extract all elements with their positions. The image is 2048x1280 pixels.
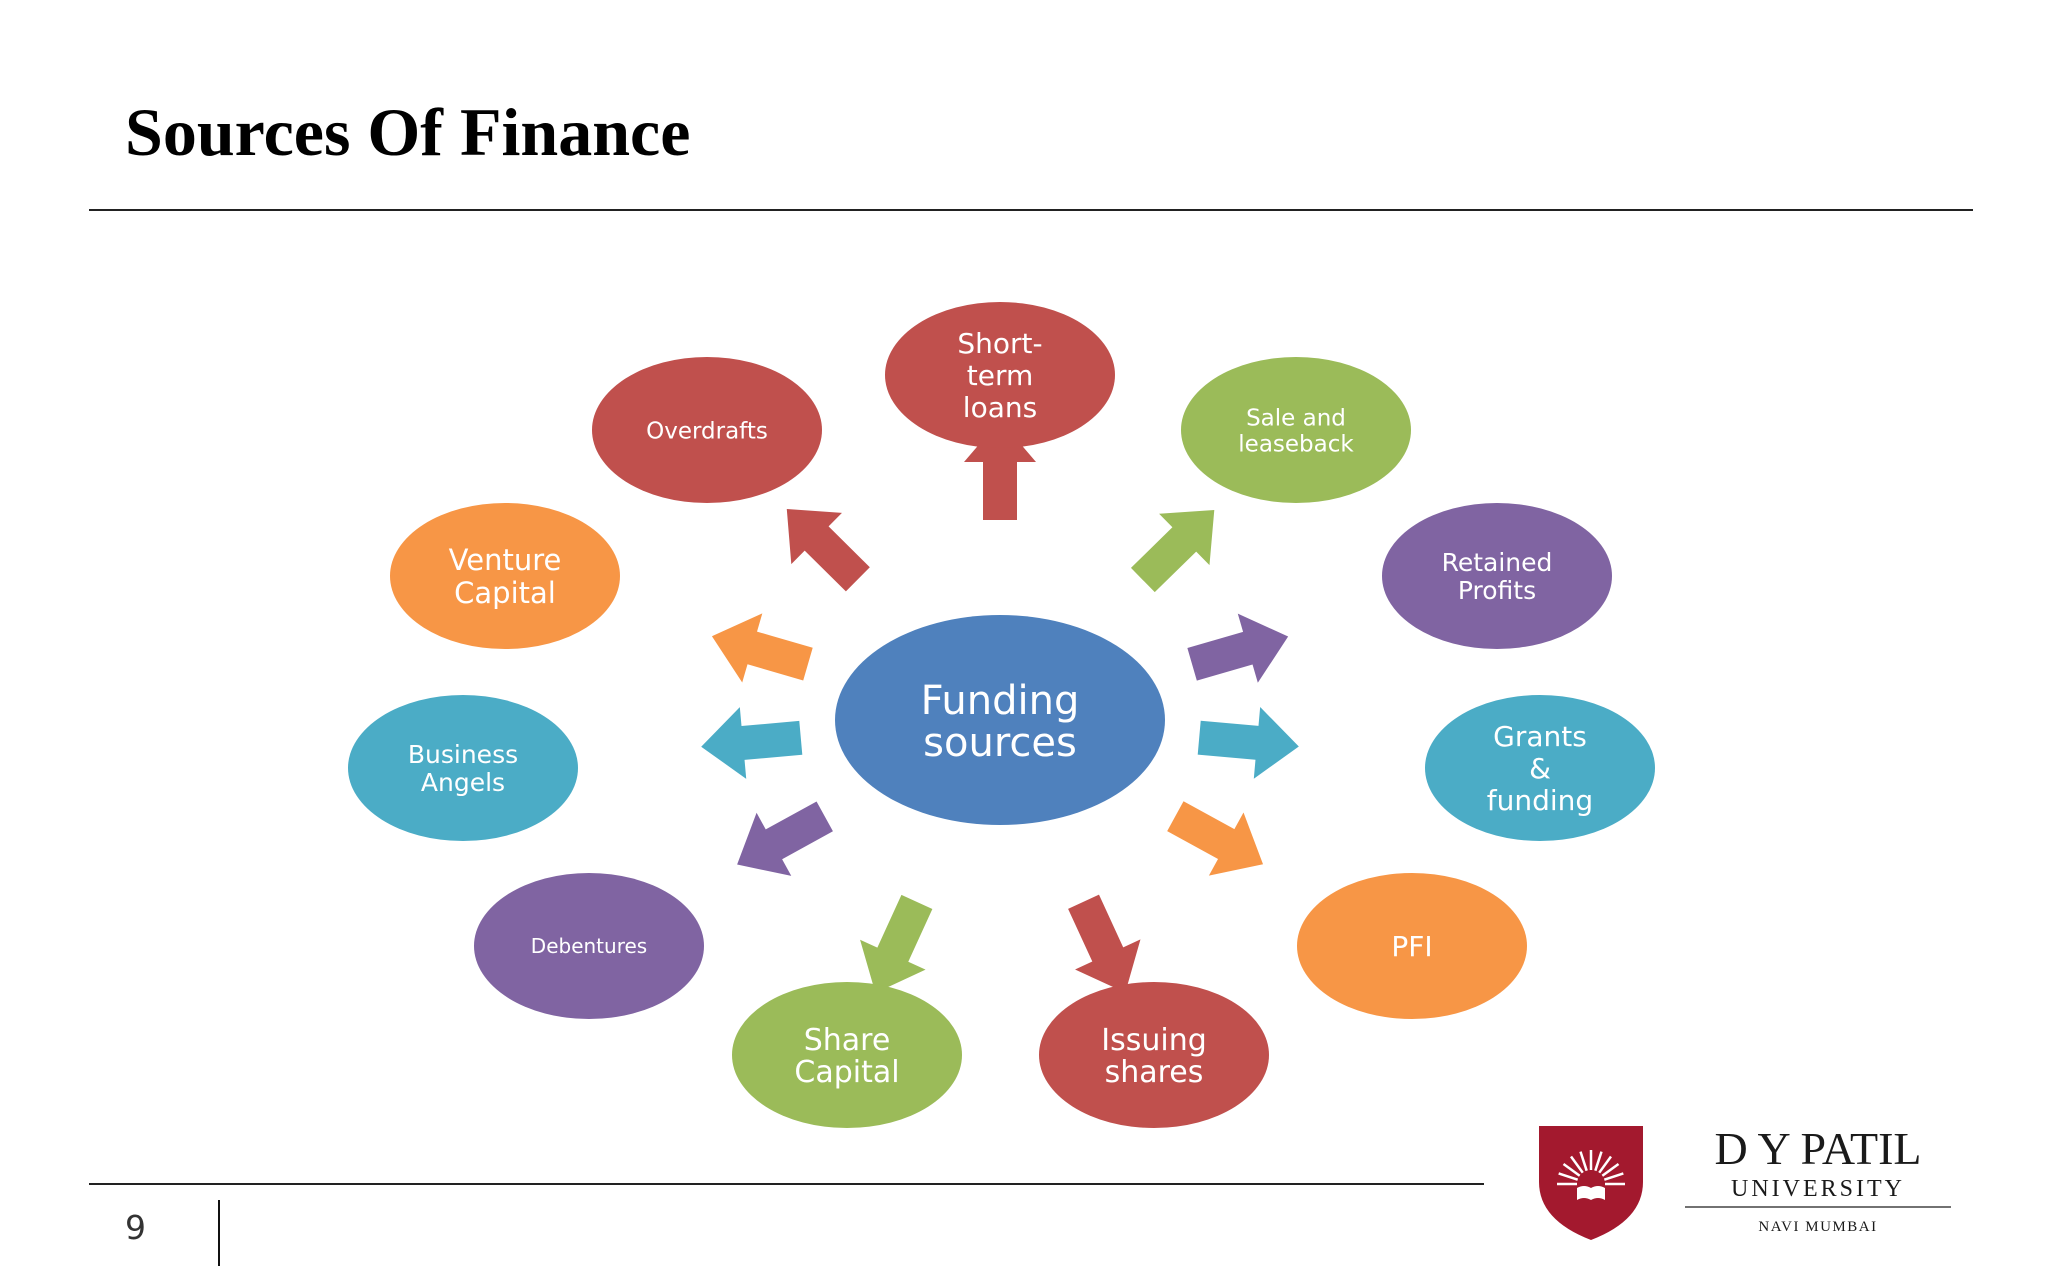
node-grants-funding: Grants&funding xyxy=(1425,695,1655,841)
node-label: Profits xyxy=(1458,576,1536,605)
logo-name: D Y PATIL xyxy=(1714,1123,1921,1174)
node-label: Issuing xyxy=(1101,1023,1207,1058)
node-label: Share xyxy=(804,1023,891,1058)
node-label: Capital xyxy=(794,1055,899,1090)
node-label: Venture xyxy=(449,543,562,577)
footer-separator xyxy=(218,1200,220,1266)
node-label: Grants xyxy=(1493,720,1587,753)
arrow-share-capital xyxy=(860,894,933,993)
university-logo: D Y PATIL UNIVERSITY NAVI MUMBAI xyxy=(1539,1123,1951,1240)
node-circle xyxy=(1425,695,1655,841)
arrow-pfi xyxy=(1167,801,1264,876)
node-circle xyxy=(885,302,1115,448)
node-label: Angels xyxy=(421,768,505,797)
logo-subtitle: UNIVERSITY xyxy=(1731,1176,1905,1202)
footer-divider xyxy=(89,1183,1484,1185)
node-circle xyxy=(1382,503,1612,649)
node-label: & xyxy=(1529,752,1551,785)
node-circle xyxy=(592,357,822,503)
arrow-venture-capital xyxy=(711,613,813,683)
node-label: Debentures xyxy=(531,934,647,958)
arrow-debentures xyxy=(737,801,833,876)
node-label: leaseback xyxy=(1238,431,1354,457)
node-circle xyxy=(348,695,578,841)
arrow-issuing-shares xyxy=(1068,894,1141,993)
node-circle xyxy=(1039,982,1269,1128)
title-divider xyxy=(89,209,1973,211)
center-label: Funding xyxy=(921,678,1080,724)
arrow-business-angels xyxy=(701,707,803,779)
arrow-retained-profits xyxy=(1187,613,1289,683)
node-label: Retained xyxy=(1442,548,1553,577)
arrow-grants-funding xyxy=(1197,706,1299,779)
node-label: Short- xyxy=(957,327,1042,360)
node-label: shares xyxy=(1105,1055,1204,1090)
book-icon xyxy=(1577,1186,1605,1200)
node-label: term xyxy=(967,359,1034,392)
node-circle xyxy=(1181,357,1411,503)
node-label: Overdrafts xyxy=(646,418,768,444)
node-overdrafts: Overdrafts xyxy=(592,357,822,503)
node-label: funding xyxy=(1487,784,1593,817)
node-circle xyxy=(390,503,620,649)
node-label: PFI xyxy=(1391,930,1432,963)
logo-location: NAVI MUMBAI xyxy=(1758,1219,1877,1235)
page-number: 9 xyxy=(125,1208,146,1247)
shield-icon xyxy=(1539,1126,1643,1240)
node-circle xyxy=(1297,873,1527,1019)
node-label: Capital xyxy=(454,576,556,610)
sunburst-icon xyxy=(1557,1150,1625,1186)
node-label: loans xyxy=(963,391,1037,424)
node-pfi: PFI xyxy=(1297,873,1527,1019)
node-label: Business xyxy=(408,740,518,769)
node-circle xyxy=(474,873,704,1019)
slide-title: Sources Of Finance xyxy=(125,94,691,170)
center-label: sources xyxy=(923,720,1077,766)
arrow-overdrafts xyxy=(786,508,870,592)
node-label: Sale and xyxy=(1246,405,1346,431)
node-circle xyxy=(732,982,962,1128)
node-debentures: Debentures xyxy=(474,873,704,1019)
center-circle xyxy=(835,615,1165,825)
arrow-sale-and-leaseback xyxy=(1130,510,1215,593)
